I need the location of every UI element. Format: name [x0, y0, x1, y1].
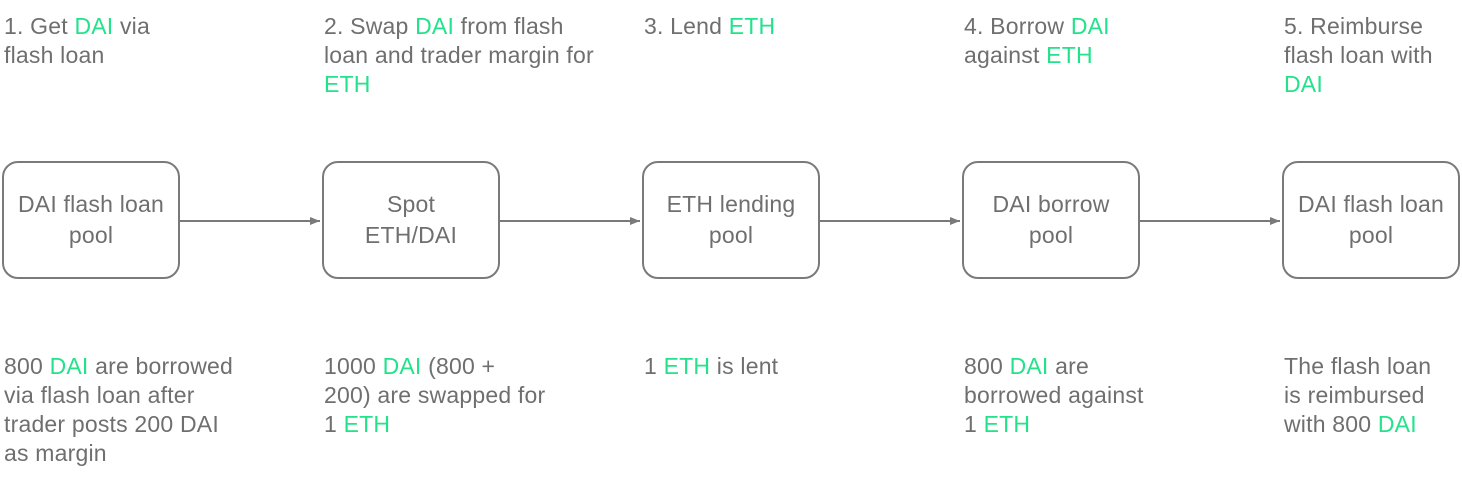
- step-3-title: 3. Lend ETH: [644, 12, 894, 41]
- token-highlight: ETH: [343, 411, 391, 437]
- token-highlight: DAI: [382, 353, 422, 379]
- text-segment: 800: [4, 353, 50, 379]
- text-segment: against: [964, 42, 1047, 68]
- token-highlight: DAI: [74, 13, 114, 39]
- step-4-title: 4. Borrow DAI against ETH: [964, 12, 1164, 70]
- token-highlight: ETH: [324, 71, 371, 97]
- token-highlight: ETH: [728, 13, 776, 39]
- token-highlight: DAI: [1284, 71, 1323, 97]
- step-5-description: The flash loan is reimbursed with 800 DA…: [1284, 352, 1454, 439]
- step-5-title: 5. Reimburse flash loan with DAI: [1284, 12, 1462, 99]
- node-eth-lending-pool: ETH lending pool: [642, 161, 820, 279]
- text-segment: is lent: [710, 353, 779, 379]
- text-segment: are borrowed against 1: [964, 353, 1144, 437]
- text-segment: 2. Swap: [324, 13, 416, 39]
- node-label: DAI borrow pool: [992, 191, 1110, 248]
- text-segment: 5. Reimburse flash loan with: [1284, 13, 1433, 68]
- step-1-description: 800 DAI are borrowed via flash loan afte…: [4, 352, 236, 468]
- node-spot-eth-dai: Spot ETH/DAI: [322, 161, 500, 279]
- token-highlight: ETH: [983, 411, 1031, 437]
- node-dai-flash-loan-pool-reimburse: DAI flash loan pool: [1282, 161, 1460, 279]
- token-highlight: ETH: [1046, 42, 1093, 68]
- text-segment: are borrowed via flash loan after trader…: [4, 353, 234, 466]
- node-dai-borrow-pool: DAI borrow pool: [962, 161, 1140, 279]
- token-highlight: DAI: [1070, 13, 1110, 39]
- text-segment: 1. Get: [4, 13, 75, 39]
- node-label: DAI flash loan pool: [1298, 191, 1444, 248]
- node-label: Spot ETH/DAI: [364, 191, 458, 248]
- step-4-description: 800 DAI are borrowed against 1 ETH: [964, 352, 1144, 439]
- text-segment: The flash loan is reimbursed with 800: [1284, 353, 1432, 437]
- node-label: DAI flash loan pool: [18, 191, 164, 248]
- token-highlight: ETH: [663, 353, 711, 379]
- node-dai-flash-loan-pool: DAI flash loan pool: [2, 161, 180, 279]
- step-2-description: 1000 DAI (800 + 200) are swapped for 1 E…: [324, 352, 546, 439]
- token-highlight: DAI: [415, 13, 455, 39]
- text-segment: (800 + 200) are swapped for 1: [324, 353, 546, 437]
- text-segment: from flash loan and trader margin for: [324, 13, 594, 68]
- token-highlight: DAI: [49, 353, 89, 379]
- token-highlight: DAI: [1009, 353, 1049, 379]
- text-segment: 800: [964, 353, 1010, 379]
- text-segment: 3. Lend: [644, 13, 729, 39]
- step-2-title: 2. Swap DAI from flash loan and trader m…: [324, 12, 594, 99]
- token-highlight: DAI: [1377, 411, 1417, 437]
- text-segment: 1000: [324, 353, 383, 379]
- step-3-description: 1 ETH is lent: [644, 352, 894, 381]
- text-segment: via flash loan: [4, 13, 150, 68]
- text-segment: 1: [644, 353, 664, 379]
- text-segment: 4. Borrow: [964, 13, 1071, 39]
- step-1-title: 1. Get DAI via flash loan: [4, 12, 204, 70]
- node-label: ETH lending pool: [666, 191, 796, 248]
